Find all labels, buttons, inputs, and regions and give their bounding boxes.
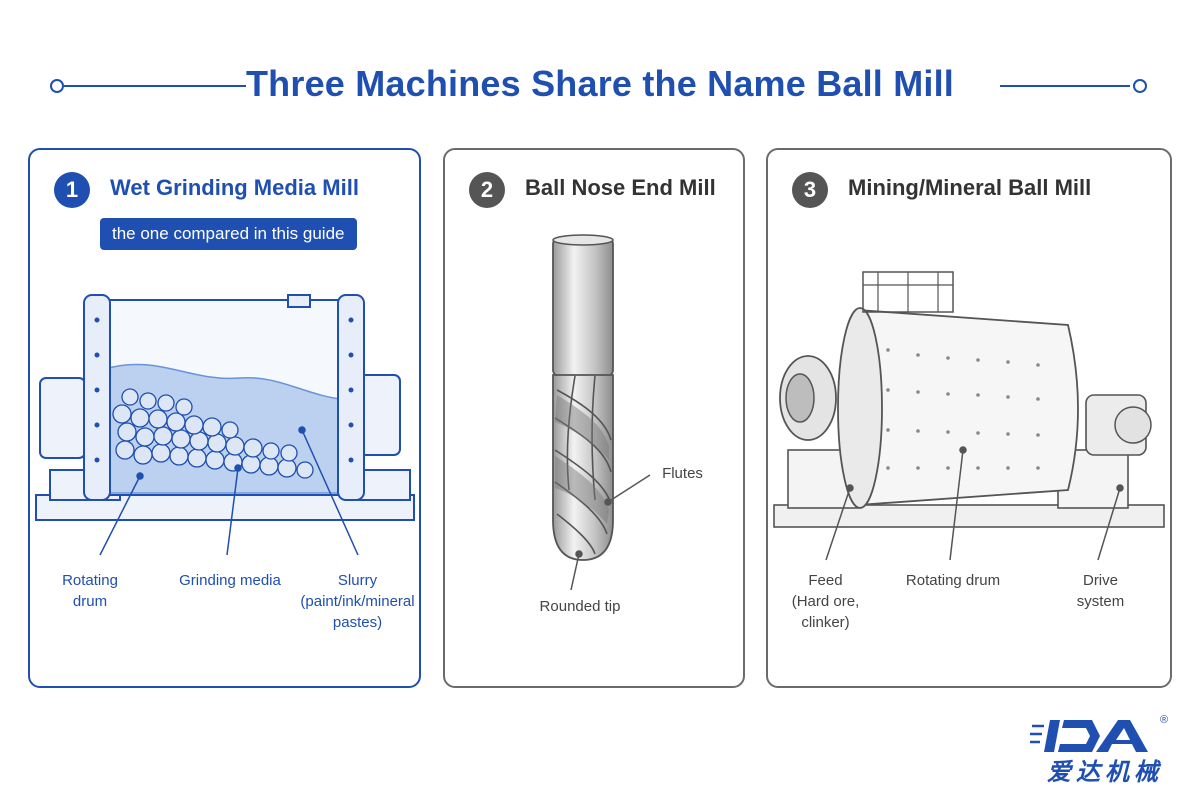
- ida-logo-icon: [1030, 720, 1148, 752]
- label-flutes: Flutes: [662, 465, 703, 482]
- title-left-rule: [64, 85, 246, 87]
- panel-title: Wet Grinding Media Mill: [110, 175, 359, 200]
- panel-title: Mining/Mineral Ball Mill: [848, 175, 1092, 200]
- label-slurry: Slurry (paint/ink/mineral pastes): [300, 572, 415, 631]
- label-rotating-drum: Rotating drum: [905, 572, 1001, 589]
- end-mill-illustration-icon: [552, 234, 651, 591]
- guide-badge: the one compared in this guide: [100, 218, 357, 250]
- label-rounded-tip: Rounded tip: [539, 598, 621, 615]
- panel-number-badge: 1: [54, 172, 90, 208]
- page-title: Three Machines Share the Name Ball Mill: [245, 63, 955, 104]
- panel-number-badge: 2: [469, 172, 505, 208]
- panel-number-badge: 3: [792, 172, 828, 208]
- registered-mark: ®: [1160, 714, 1169, 726]
- panel-wet-grinding-media-mill: 1 Wet Grinding Media Mill the one compar…: [28, 148, 421, 688]
- panel-mining-mineral-ball-mill: 3 Mining/Mineral Ball Mill: [766, 148, 1172, 688]
- label-grinding-media: Grinding media: [179, 572, 281, 589]
- label-rotating-drum: Rotating drum: [62, 572, 118, 610]
- mining-mill-illustration-icon: [773, 271, 1165, 561]
- logo-chinese-text: 爱达机械: [1047, 759, 1163, 786]
- title-left-dot: [50, 79, 64, 93]
- panel-title: Ball Nose End Mill: [525, 175, 716, 200]
- title-right-dot: [1133, 79, 1147, 93]
- title-row: Three Machines Share the Name Ball Mill: [0, 55, 1200, 115]
- panel-ball-nose-end-mill: 2 Ball Nose End Mill: [443, 148, 745, 688]
- title-right-rule: [1000, 85, 1130, 87]
- wet-mill-illustration-icon: [35, 294, 415, 556]
- label-drive-system: Drive system: [1076, 572, 1125, 610]
- label-feed: Feed (Hard ore, clinker): [791, 572, 860, 631]
